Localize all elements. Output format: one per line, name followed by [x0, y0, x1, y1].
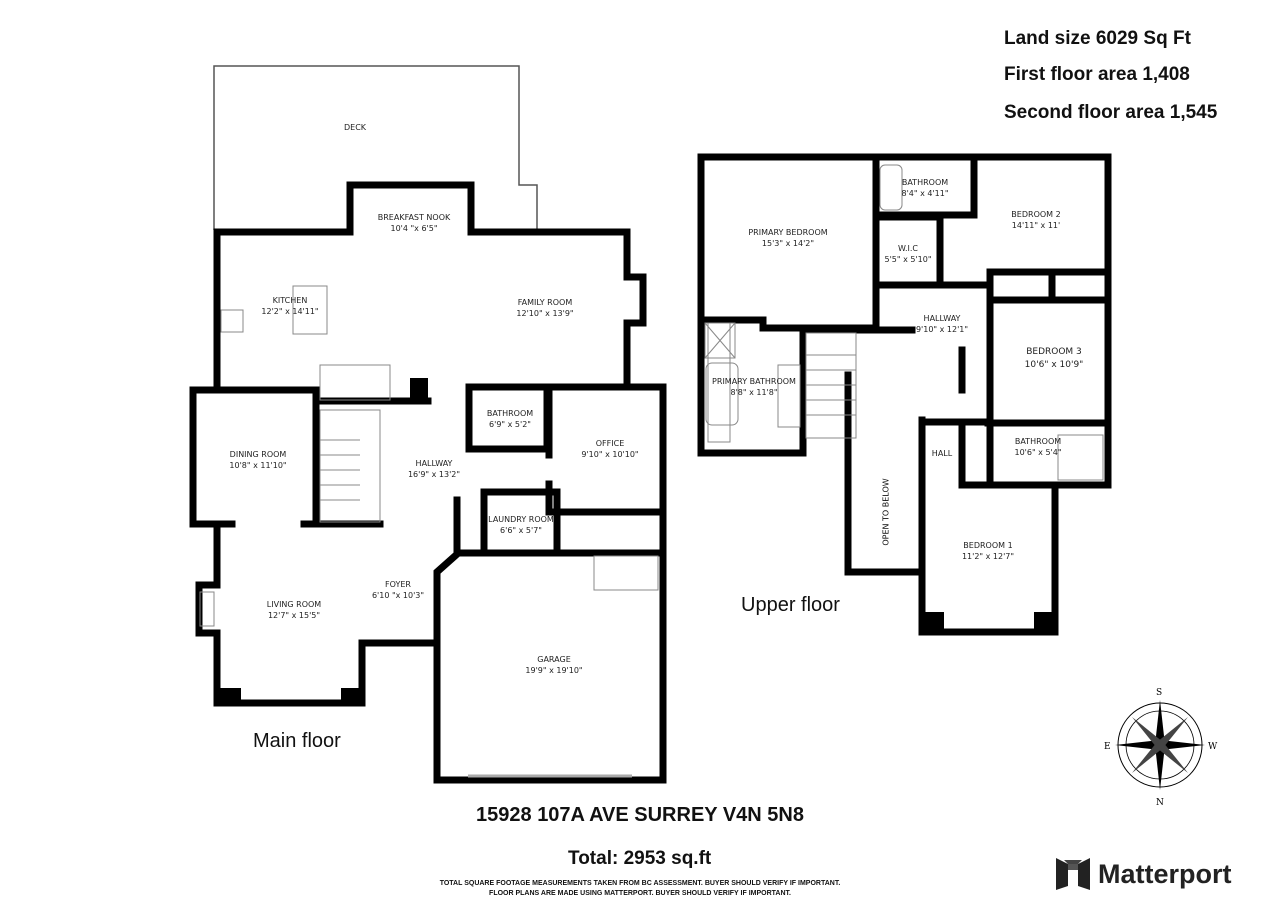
compass-w: W [1208, 742, 1218, 752]
upper-floor-label: Upper floor [741, 594, 840, 616]
compass-s: S [1156, 688, 1162, 698]
fixtures [199, 285, 731, 778]
upper-floor-blocks [922, 612, 1056, 634]
compass-e: E [1104, 742, 1111, 752]
land-size: Land size 6029 Sq Ft [1004, 28, 1191, 49]
total-area: Total: 2953 sq.ft [568, 848, 712, 869]
property-address: 15928 107A AVE SURREY V4N 5N8 [476, 804, 804, 826]
disclaimer-line-1: TOTAL SQUARE FOOTAGE MEASUREMENTS TAKEN … [439, 880, 841, 887]
compass-rose: S N E W [1104, 688, 1218, 808]
upper-floor-walls [697, 153, 1112, 636]
main-floor-label: Main floor [253, 730, 341, 752]
main-floor-walls [189, 181, 667, 784]
upper-fixtures [704, 164, 1104, 481]
compass-n: N [1156, 798, 1164, 808]
room-deck: DECK [343, 123, 367, 132]
main-floor-blocks [217, 378, 428, 705]
brand-name: Matterport [1098, 858, 1232, 889]
open-to-below-label: OPEN TO BELOW [881, 478, 891, 546]
room-hall: HALL [931, 449, 953, 458]
matterport-logo: Matterport [1056, 856, 1232, 892]
deck-outline [213, 65, 538, 230]
disclaimer-line-2: FLOOR PLANS ARE MADE USING MATTERPORT. B… [489, 890, 791, 897]
second-floor-area: Second floor area 1,545 [1004, 102, 1218, 123]
matterport-logo-icon [1056, 858, 1090, 890]
first-floor-area: First floor area 1,408 [1004, 64, 1190, 85]
